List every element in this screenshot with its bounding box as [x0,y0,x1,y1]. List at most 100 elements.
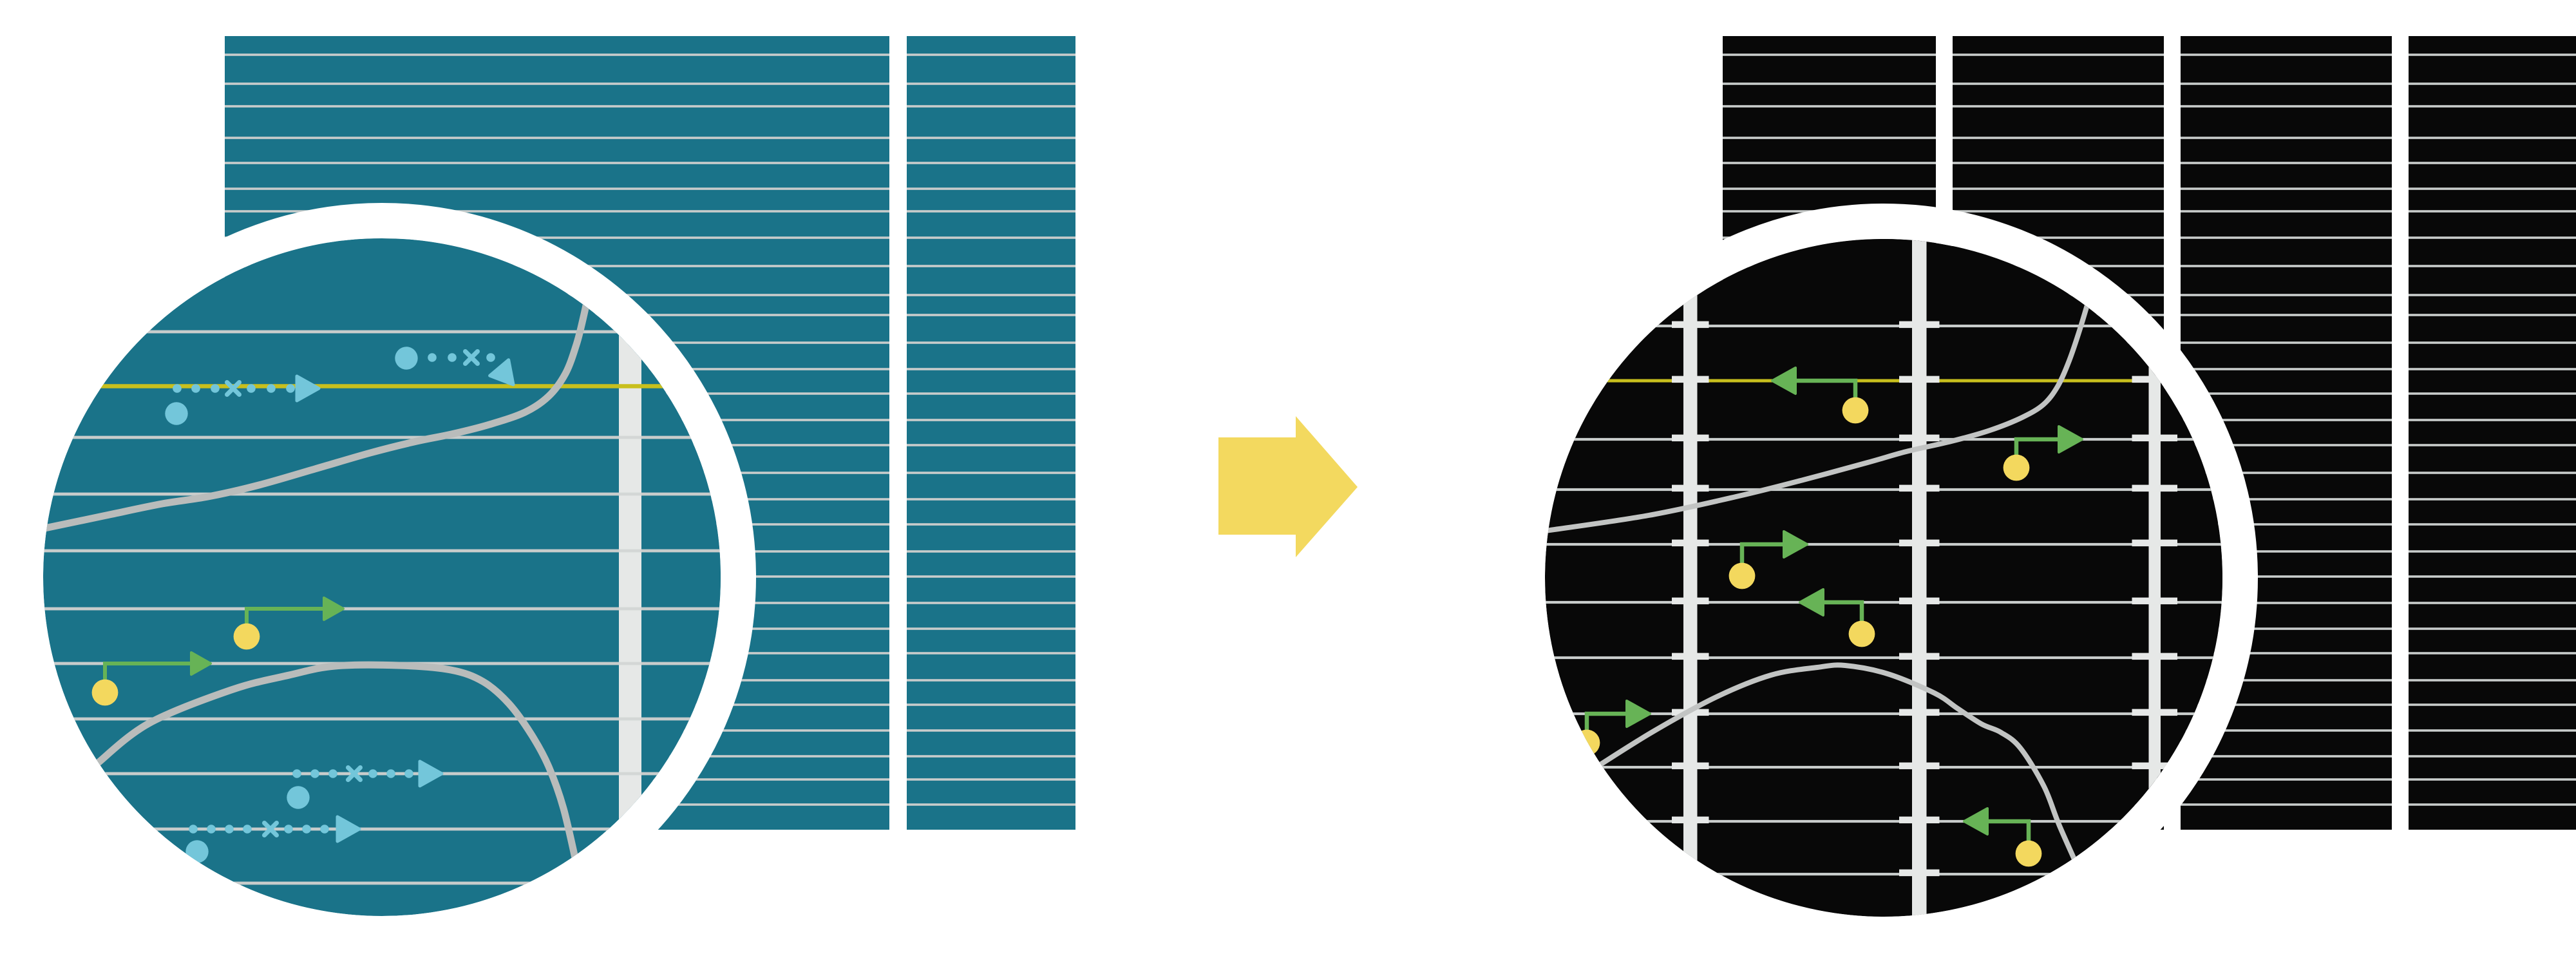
finger-line [225,105,1075,108]
magnified-finger-line [1545,324,2222,328]
blocked-arrowhead-icon [336,815,361,843]
finger-line [1723,162,2576,164]
solder-pad [2132,709,2177,716]
blocked-current-path [287,759,444,809]
solder-pad [1899,653,1940,660]
finger-line [225,265,1075,267]
solder-pad [1899,709,1940,716]
path-dot [386,769,395,778]
blocked-carrier-dot [165,402,188,425]
reroute-arrowhead-icon [323,597,345,621]
finger-line [1723,294,2576,296]
reroute-arrowhead-icon [190,651,212,676]
busbar-finger-tick [619,662,641,665]
blocked-path-x-icon [346,765,363,782]
path-dot [286,384,295,393]
path-dot [310,769,319,778]
busbar-finger-tick [619,435,641,439]
path-dot [302,825,311,834]
solder-pad [2132,597,2177,605]
blocked-arrowhead-icon [418,759,444,788]
finger-line [225,137,1075,139]
blocked-arrowhead-icon [295,374,321,403]
magnified-finger-line [43,827,721,831]
solder-pad [1672,321,1709,329]
solder-pad [1899,434,1940,442]
finger-line [225,210,1075,213]
right-yellow-finger-line [1607,379,2151,383]
finger-line [225,53,1075,56]
charge-carrier-dot [1848,620,1875,647]
magnified-finger-line [43,717,721,721]
finger-line [225,236,1075,239]
right-cell-gap-3 [2392,33,2409,832]
solder-pad [1899,597,1940,605]
rerouted-current-path [1963,807,2042,867]
solder-pad [1899,762,1940,770]
finger-line [1723,53,2576,56]
left-cell-divider-gap [889,33,907,832]
path-dot [486,353,495,362]
transform-arrow-icon [1218,416,1358,557]
solder-pad [1899,321,1940,329]
path-dot [189,825,198,834]
left-magnifier-bg [43,238,721,916]
blocked-carrier-dot [395,347,418,370]
magnified-finger-line [1545,488,2222,492]
solder-pad [2132,434,2177,442]
finger-line [1723,265,2576,267]
path-dot [243,825,252,834]
magnified-finger-line [43,881,721,885]
magnified-finger-line [1545,765,2222,769]
solder-pad [2132,762,2177,770]
left-magnifier-view [43,238,721,916]
magnified-finger-line [43,330,721,334]
blocked-current-path [165,374,321,425]
reroute-arrowhead-icon [1963,807,1989,836]
blocked-current-path [395,347,515,387]
magnified-finger-line [1545,872,2222,876]
right-magnifier-ring [1510,204,2258,952]
solder-pad [2132,376,2177,383]
path-dot [207,825,216,834]
blocked-current-path [185,815,361,863]
reroute-arrowhead-icon [1771,367,1797,395]
rerouted-current-path [91,651,212,706]
busbar-finger-tick [619,607,641,611]
path-dot [368,769,377,778]
path-dot [211,384,220,393]
solder-pad [2132,539,2177,547]
rerouted-current-path [233,597,345,650]
magnified-finger-line [1545,437,2222,441]
blocked-path-x-icon [225,380,242,397]
solder-pad [1672,376,1709,383]
magnified-finger-line [43,492,721,496]
right-magnifier-bg [1545,239,2222,917]
magnified-finger-line [43,549,721,553]
left-cell-edge-strip [907,36,1075,830]
solder-pad [1672,762,1709,770]
solder-pad [1672,434,1709,442]
rerouted-current-path [1728,530,1808,589]
magnified-finger-line [1545,712,2222,716]
solder-pad [1899,484,1940,492]
busbar-finger-tick [619,772,641,776]
busbar-finger-tick [619,492,641,496]
path-dot [225,825,234,834]
rerouted-current-path [2003,425,2083,481]
right-busbar-1 [1683,239,1698,917]
solder-pad [1899,539,1940,547]
finger-line [1723,82,2576,85]
path-dot [320,825,329,834]
solder-pad [1899,816,1940,824]
magnified-finger-line [43,435,721,439]
right-magnifier-view [1545,239,2222,917]
blocked-carrier-dot [287,786,310,809]
right-busbar-pads [1672,321,2177,877]
rerouted-current-path [1771,367,1869,424]
finger-line [1723,236,2576,239]
finger-line [225,162,1075,164]
busbar-finger-tick [619,549,641,553]
